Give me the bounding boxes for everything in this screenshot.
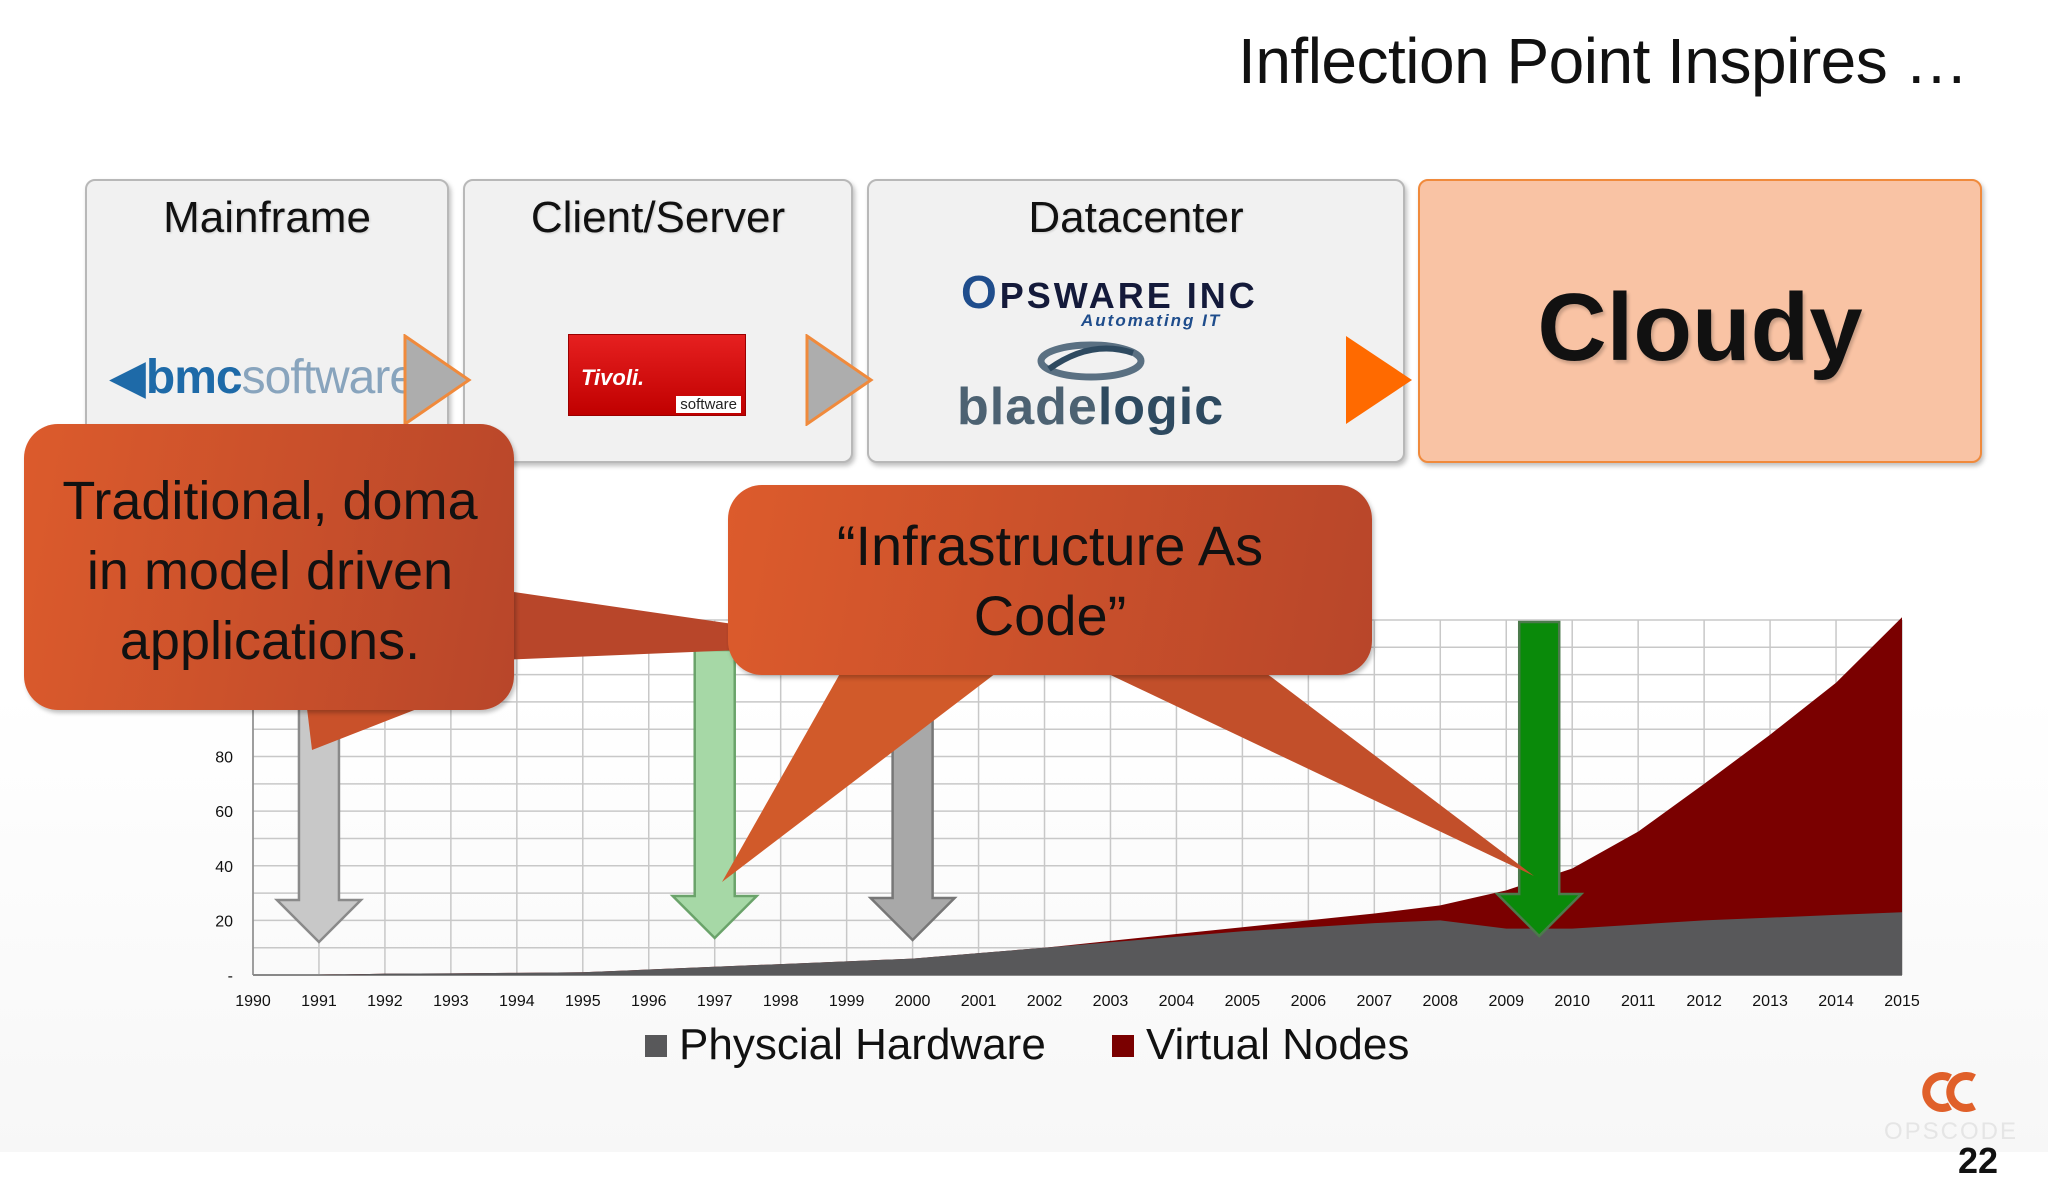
legend-swatch-virtual [1112,1035,1134,1057]
x-tick-label: 1999 [829,993,865,1010]
x-tick-label: 2005 [1225,993,1261,1010]
opscode-logo-text: OPSCODE [1884,1118,2019,1145]
bmc-chevron-icon: ◀ [109,351,146,404]
page-number: 22 [1958,1140,1999,1181]
x-tick-label: 2012 [1686,993,1722,1010]
era-datacenter-card: Datacenter OPSWARE INC Automating IT bla… [867,179,1405,463]
x-tick-label: 1997 [697,993,733,1010]
opscode-logo-icon [1922,1072,1976,1112]
callout-infrastructure-as-code: “Infrastructure As Code” [728,485,1372,675]
x-tick-label: 2001 [961,993,997,1010]
callout-mid-tail-left [722,670,1000,882]
callout-traditional: Traditional, doma in model driven applic… [24,424,514,710]
x-tick-label: 1995 [565,993,601,1010]
callout-tails [306,590,1534,882]
transition-arrow-icon [403,334,472,426]
down-arrow-marker-icon [669,648,760,940]
area-physical-hardware [253,912,1902,975]
y-tick-label: 40 [215,859,233,876]
legend-physical-hardware: Physcial Hardware [645,1020,1046,1070]
era-client-server-card: Client/Server Tivoli. software [463,179,853,463]
x-tick-label: 1993 [433,993,469,1010]
x-tick-label: 2008 [1422,993,1458,1010]
x-tick-label: 2002 [1027,993,1063,1010]
era-cloud-card: Cloudy [1418,179,1982,463]
cloudy-label: Cloudy [1537,274,1863,381]
x-tick-label: 2000 [895,993,931,1010]
x-tick-label: 2014 [1818,993,1854,1010]
transition-arrow-icon [805,334,874,426]
y-tick-label: 60 [215,804,233,821]
down-arrow-marker-icon [867,688,958,942]
y-tick-label: 20 [215,913,233,930]
y-tick-label: 80 [215,750,233,767]
callout-left-tail [306,700,440,750]
legend-swatch-physical [645,1035,667,1057]
x-tick-label: 2013 [1752,993,1788,1010]
era-title: Datacenter [1028,193,1244,242]
x-tick-label: 2006 [1291,993,1327,1010]
x-tick-label: 2010 [1554,993,1590,1010]
transition-arrow-icon [1346,336,1412,424]
x-tick-label: 2011 [1621,993,1656,1010]
bladelogic-swoosh-icon [1037,341,1145,381]
callout-left-pointer [500,590,740,660]
era-title: Mainframe [163,193,371,242]
slide-title: Inflection Point Inspires … [1238,25,1968,97]
opsware-tagline: Automating IT [1081,311,1222,330]
y-tick-label: - [228,968,233,985]
x-tick-label: 1990 [235,993,271,1010]
bladelogic-logo: bladelogic [957,378,1225,436]
x-tick-label: 1992 [367,993,403,1010]
x-tick-label: 2009 [1488,993,1524,1010]
x-tick-label: 2007 [1357,993,1393,1010]
x-tick-label: 1994 [499,993,535,1010]
x-tick-label: 2003 [1093,993,1129,1010]
x-tick-label: 1998 [763,993,799,1010]
tivoli-software-logo: Tivoli. software [568,334,746,416]
down-arrow-marker-icon [1494,620,1585,938]
x-tick-label: 2015 [1884,993,1920,1010]
area-chart: 1990 1991 1992 1993 1994 1995 1996 1997 1998 1999… [215,617,1920,1010]
opsware-logo: OPSWARE INC [961,266,1258,318]
x-tick-label: 2004 [1159,993,1195,1010]
x-tick-label: 1996 [631,993,667,1010]
callout-mid-tail-right [1100,670,1534,876]
x-tick-label: 1991 [301,993,337,1010]
era-mainframe-card: Mainframe ◀bmcsoftware [85,179,449,463]
bmc-software-logo: ◀bmcsoftware [109,351,416,404]
era-title: Client/Server [530,193,786,242]
legend-virtual-nodes: Virtual Nodes [1112,1020,1409,1070]
